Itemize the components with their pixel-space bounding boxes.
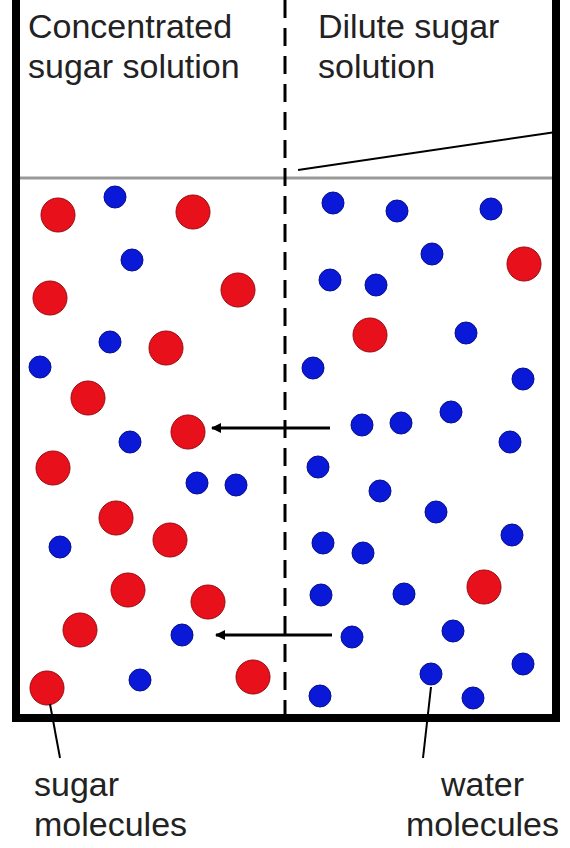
water-molecule [512,368,534,390]
sugar-molecule [71,381,105,415]
water-molecule [421,243,443,265]
water-molecule [390,412,412,434]
sugar-molecule [171,415,205,449]
sugar-molecule [353,318,387,352]
water-molecule [442,620,464,642]
water-molecule [369,480,391,502]
water-molecule [121,249,143,271]
leader-line [298,132,556,170]
water-molecule [302,357,324,379]
text-label: water molecules [400,764,565,844]
flow-arrow [216,634,332,637]
molecule-group [29,186,541,709]
water-molecule [309,685,331,707]
water-molecule [186,472,208,494]
water-molecule [499,431,521,453]
water-molecule [29,356,51,378]
text-label: Dilute sugar solution [318,6,523,86]
leader-line [423,687,431,758]
text-label: Concentrated sugar solution [28,6,243,86]
sugar-molecule [36,451,70,485]
sugar-molecule [467,570,501,604]
water-molecule [310,584,332,606]
sugar-molecule [33,281,67,315]
water-molecule [351,414,373,436]
sugar-molecule [63,613,97,647]
sugar-molecule [153,523,187,557]
water-molecule [225,474,247,496]
leader-line [50,704,60,758]
water-molecule [501,524,523,546]
water-molecule [455,322,477,344]
sugar-molecule [99,501,133,535]
water-molecule [393,583,415,605]
water-molecule [49,536,71,558]
water-molecule [440,401,462,423]
sugar-molecule [191,585,225,619]
water-molecule [312,532,334,554]
water-molecule [480,198,502,220]
water-molecule [129,669,151,691]
membrane-line [284,0,287,714]
beaker-wall [16,0,556,718]
sugar-molecule [507,247,541,281]
water-molecule [99,331,121,353]
text-label: sugar molecules [34,764,219,844]
sugar-molecule [41,198,75,232]
water-molecule [462,687,484,709]
sugar-molecule [111,573,145,607]
water-molecule [319,269,341,291]
water-molecule [307,456,329,478]
water-molecule [512,653,534,675]
water-molecule [386,200,408,222]
sugar-molecule [176,195,210,229]
water-molecule [322,192,344,214]
sugar-molecule [30,671,64,705]
sugar-molecule [149,331,183,365]
water-molecule [365,274,387,296]
sugar-molecule [221,273,255,307]
sugar-molecule [236,660,270,694]
flow-arrow [212,427,330,430]
water-molecule [104,186,126,208]
water-molecule [425,501,447,523]
water-molecule [341,626,363,648]
water-molecule [119,431,141,453]
water-molecule [420,663,442,685]
water-molecule [171,624,193,646]
water-molecule [352,542,374,564]
